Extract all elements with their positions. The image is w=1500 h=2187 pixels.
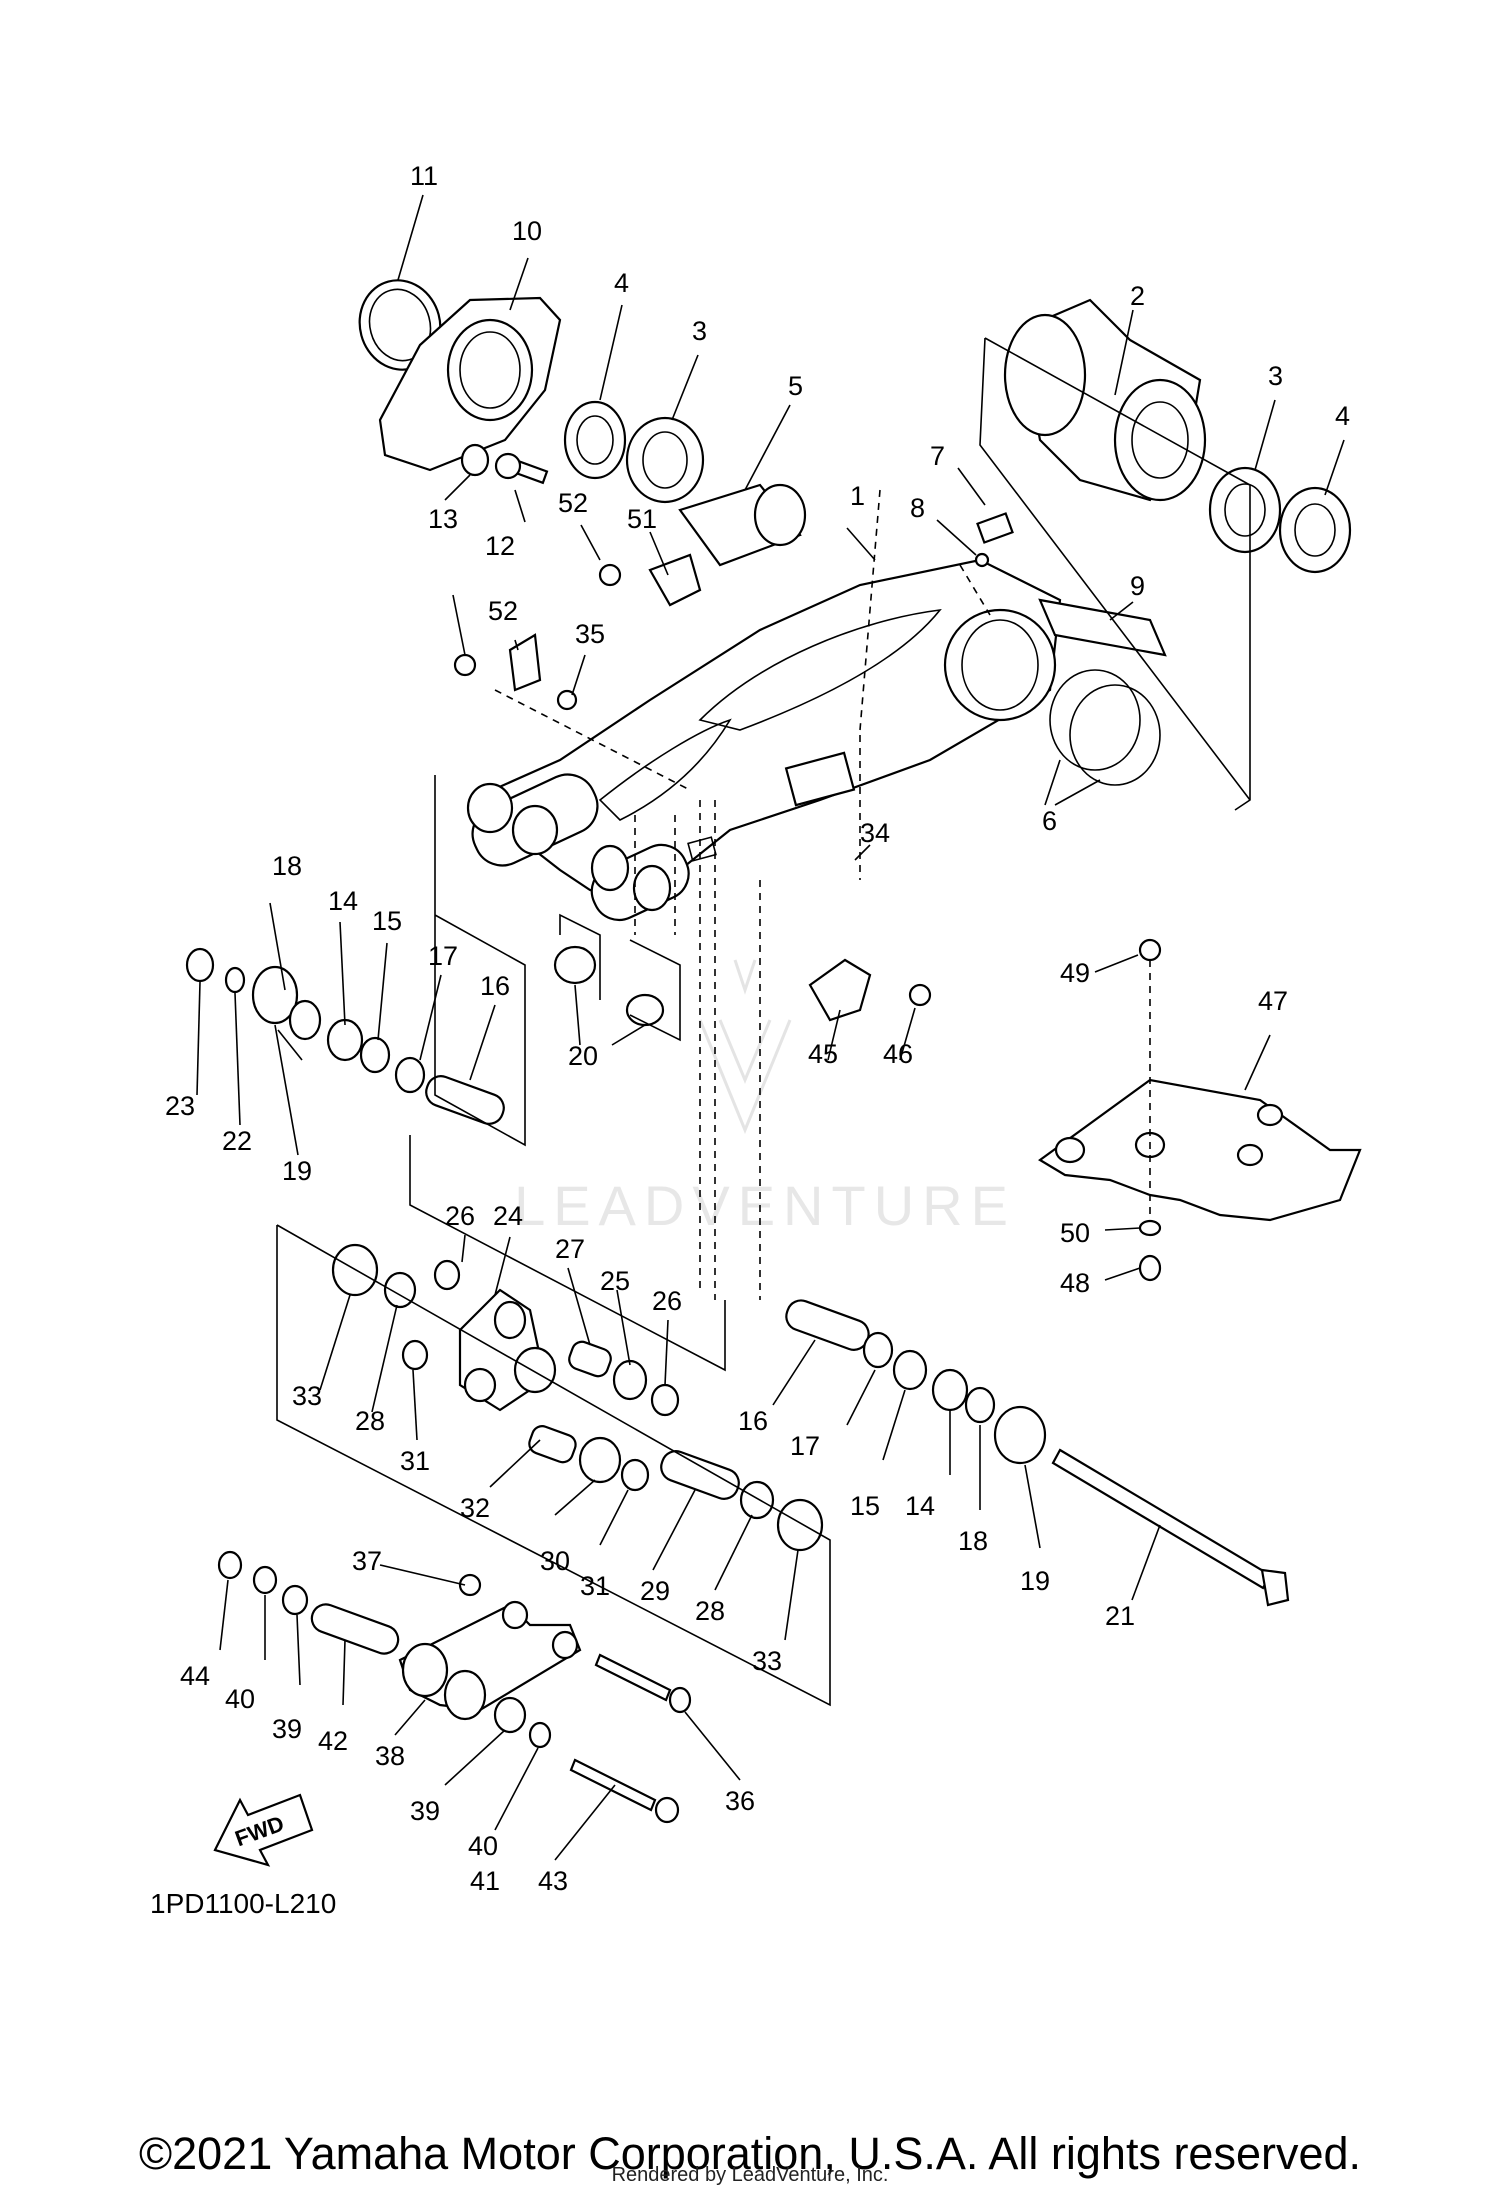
callout-label: 11 (410, 161, 438, 191)
callout-label: 40 (225, 1684, 255, 1714)
guard-parts (808, 938, 1362, 1282)
callout-label: 13 (428, 504, 458, 534)
callout-label: 12 (485, 531, 515, 561)
callout-label: 28 (695, 1596, 725, 1626)
callout-label: 33 (292, 1381, 322, 1411)
callout-label: 31 (400, 1446, 430, 1476)
callout-label: 15 (850, 1491, 880, 1521)
callout-label: 36 (725, 1786, 755, 1816)
watermark-logo: LEADVENTURE (514, 959, 1016, 1237)
callout-label: 17 (428, 941, 458, 971)
callout-labels: 1 2 3 3 4 4 5 6 7 8 9 10 11 12 13 14 14 … (165, 161, 1350, 1896)
callout-label: 7 (930, 441, 945, 471)
callout-label: 33 (752, 1646, 782, 1676)
callout-label: 14 (905, 1491, 935, 1521)
rendered-by-text: Rendered by LeadVenture, Inc. (611, 2164, 889, 2186)
callout-label: 51 (627, 504, 657, 534)
callout-label: 10 (512, 216, 542, 246)
callout-label: 47 (1258, 986, 1288, 1016)
upper-right-parts (974, 298, 1352, 786)
callout-label: 42 (318, 1726, 348, 1756)
watermark-text: LEADVENTURE (514, 1174, 1016, 1237)
callout-label: 4 (614, 268, 629, 298)
callout-label: 8 (910, 493, 925, 523)
callout-label: 19 (1020, 1566, 1050, 1596)
callout-label: 38 (375, 1741, 405, 1771)
callout-label: 49 (1060, 958, 1090, 988)
callout-label: 27 (555, 1234, 585, 1264)
callout-label: 48 (1060, 1268, 1090, 1298)
callout-label: 3 (1268, 361, 1283, 391)
callout-label: 30 (540, 1546, 570, 1576)
right-bushing-parts (785, 1299, 1290, 1607)
callout-label: 5 (788, 371, 803, 401)
callout-label: 14 (328, 886, 358, 916)
callout-label: 2 (1130, 281, 1145, 311)
callout-label: 28 (355, 1406, 385, 1436)
callout-label: 32 (460, 1493, 490, 1523)
callout-label: 16 (738, 1406, 768, 1436)
callout-label: 39 (272, 1714, 302, 1744)
callout-label: 52 (558, 488, 588, 518)
callout-label: 19 (282, 1156, 312, 1186)
callout-label: 43 (538, 1866, 568, 1896)
callout-label: 50 (1060, 1218, 1090, 1248)
callout-label: 15 (372, 906, 402, 936)
callout-label: 18 (272, 851, 302, 881)
callout-label: 20 (568, 1041, 598, 1071)
callout-label: 26 (445, 1201, 475, 1231)
callout-label: 45 (808, 1039, 838, 1069)
callout-label: 9 (1130, 571, 1145, 601)
callout-label: 44 (180, 1661, 210, 1691)
callout-label: 26 (652, 1286, 682, 1316)
callout-label: 18 (958, 1526, 988, 1556)
fwd-arrow-icon: FWD (213, 1793, 314, 1867)
upper-left-parts (358, 279, 807, 567)
callout-label: 17 (790, 1431, 820, 1461)
callout-label: 23 (165, 1091, 195, 1121)
cap-parts (553, 945, 665, 1027)
callout-label: 1 (850, 481, 865, 511)
callout-label: 4 (1335, 401, 1350, 431)
swingarm (466, 558, 1062, 922)
callout-label: 46 (883, 1039, 913, 1069)
relay-arm-parts (331, 1243, 824, 1552)
callout-label: 34 (860, 818, 890, 848)
callout-label: 21 (1105, 1601, 1135, 1631)
callout-label: 25 (600, 1266, 630, 1296)
callout-label: 31 (580, 1571, 610, 1601)
leader-lines (196, 194, 1345, 1861)
diagram-code: 1PD1100-L210 (150, 1888, 337, 1919)
copyright-text: ©2021 Yamaha Motor Corporation, U.S.A. A… (138, 2128, 1362, 2179)
callout-label: 41 (470, 1866, 500, 1896)
callout-label: 29 (640, 1576, 670, 1606)
callout-label: 37 (352, 1546, 382, 1576)
callout-label: 22 (222, 1126, 252, 1156)
callout-label: 6 (1042, 806, 1057, 836)
callout-label: 16 (480, 971, 510, 1001)
callout-label: 35 (575, 619, 605, 649)
callout-label: 39 (410, 1796, 440, 1826)
callout-label: 52 (488, 596, 518, 626)
left-bushing-parts (185, 947, 505, 1125)
callout-label: 40 (468, 1831, 498, 1861)
callout-label: 3 (692, 316, 707, 346)
connecting-rod-parts (217, 1550, 692, 1824)
callout-label: 24 (493, 1201, 523, 1231)
